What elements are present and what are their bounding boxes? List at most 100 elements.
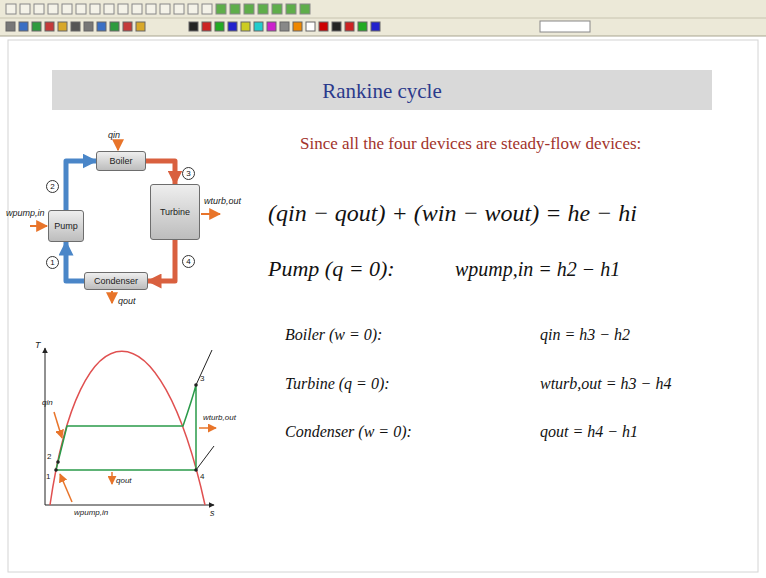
toolbar-icon <box>230 4 240 14</box>
heat-label: qin <box>42 398 53 407</box>
toolbar-icon <box>32 22 41 31</box>
pipe-connector <box>66 161 96 210</box>
turbine-box: Turbine <box>150 184 200 240</box>
toolbar-icon <box>215 22 224 31</box>
work-arrow <box>199 427 216 429</box>
toolbar-icon <box>160 4 170 14</box>
title-band <box>52 70 712 110</box>
state-dot <box>56 460 60 464</box>
toolbar-icon <box>123 22 132 31</box>
toolbar-icon <box>62 4 72 14</box>
component-name: Boiler <box>106 156 135 166</box>
toolbar-icon <box>84 22 93 31</box>
work-label: wpump,in <box>6 208 45 218</box>
toolbar-icon <box>76 4 86 14</box>
toolbar-icon <box>267 22 276 31</box>
component-name: Pump <box>51 221 81 231</box>
toolbar-icon <box>45 22 54 31</box>
toolbar-icon <box>306 22 315 31</box>
toolbar-icon <box>241 22 250 31</box>
heat-arrow <box>54 412 62 438</box>
state-number: 4 <box>200 472 204 481</box>
device-name: Turbine (q = 0): <box>285 375 390 393</box>
state-number: 3 <box>200 374 204 383</box>
toolbar-icons <box>6 4 590 32</box>
toolbar-divider <box>0 18 766 19</box>
toolbar-icon <box>118 4 128 14</box>
toolbar-box <box>540 21 590 32</box>
pipe-connector <box>148 240 175 281</box>
toolbar-icon <box>254 22 263 31</box>
device-name: Pump (q = 0): <box>268 256 395 281</box>
energy-equation: (qin − qout) + (win − wout) = he − hi <box>268 200 637 228</box>
work-label: wpump,in <box>74 508 108 517</box>
callout-number: 1 <box>46 256 59 269</box>
callout-number: 3 <box>182 167 195 180</box>
work-label: wturb,out <box>203 413 236 422</box>
toolbar-icon <box>189 22 198 31</box>
toolbar-icon <box>300 4 310 14</box>
toolbar-icon <box>6 22 15 31</box>
state-dot <box>54 468 58 472</box>
work-arrow <box>60 474 72 502</box>
cycle-path <box>56 385 196 470</box>
toolbar-icon <box>188 4 198 14</box>
device-equation: qout = h4 − h1 <box>540 423 638 441</box>
note-text: Since all the four devices are steady-fl… <box>300 134 680 154</box>
toolbar-icon <box>174 4 184 14</box>
toolbar-icon <box>34 4 44 14</box>
heat-label: qout <box>116 476 132 485</box>
axis-label: s <box>210 508 215 518</box>
state-dot <box>194 468 198 472</box>
toolbar-icon <box>319 22 328 31</box>
toolbar-icon <box>6 4 16 14</box>
toolbar-icon <box>110 22 119 31</box>
toolbar-icon <box>293 22 302 31</box>
device-name: Condenser (w = 0): <box>285 423 412 441</box>
pump-box: Pump <box>48 210 84 242</box>
heat-arrow <box>111 291 113 303</box>
isobar-line <box>196 350 212 385</box>
toolbar-icon <box>48 4 58 14</box>
axis-label: T <box>35 340 41 350</box>
saturation-dome <box>50 351 205 505</box>
pipe-connector <box>66 242 84 281</box>
toolbar-icon <box>216 4 226 14</box>
axis-line <box>45 505 214 506</box>
toolbar-icon <box>280 22 289 31</box>
toolbar-icon <box>345 22 354 31</box>
axis-line <box>45 348 46 505</box>
toolbar-icon <box>272 4 282 14</box>
toolbar-icon <box>58 22 67 31</box>
toolbar-icon <box>228 22 237 31</box>
slide-frame <box>8 40 758 572</box>
toolbar-icon <box>332 22 341 31</box>
toolbar-bar <box>0 0 766 36</box>
toolbar-icon <box>71 22 80 31</box>
device-equation: qin = h3 − h2 <box>540 326 630 344</box>
toolbar-icon <box>132 4 142 14</box>
toolbar-icon <box>90 4 100 14</box>
isobar-line <box>196 446 214 470</box>
device-name: Boiler (w = 0): <box>285 326 382 344</box>
state-number: 1 <box>46 472 50 481</box>
heat-label: qout <box>118 296 136 306</box>
slide-title: Rankine cycle <box>52 79 712 103</box>
state-number: 2 <box>47 452 51 461</box>
component-name: Condenser <box>91 276 141 286</box>
toolbar-icon <box>146 4 156 14</box>
toolbar-icon <box>97 22 106 31</box>
condenser-box: Condenser <box>84 272 148 290</box>
work-arrow <box>201 213 220 215</box>
toolbar-icon <box>258 4 268 14</box>
state-dot <box>194 383 198 387</box>
toolbar-icon <box>202 22 211 31</box>
toolbar-icon <box>358 22 367 31</box>
pipe-connector <box>146 161 175 184</box>
component-name: Turbine <box>157 207 193 217</box>
heat-arrow <box>111 472 113 484</box>
callout-number: 2 <box>46 180 59 193</box>
heat-arrow <box>117 142 119 150</box>
toolbar-divider <box>0 36 766 37</box>
